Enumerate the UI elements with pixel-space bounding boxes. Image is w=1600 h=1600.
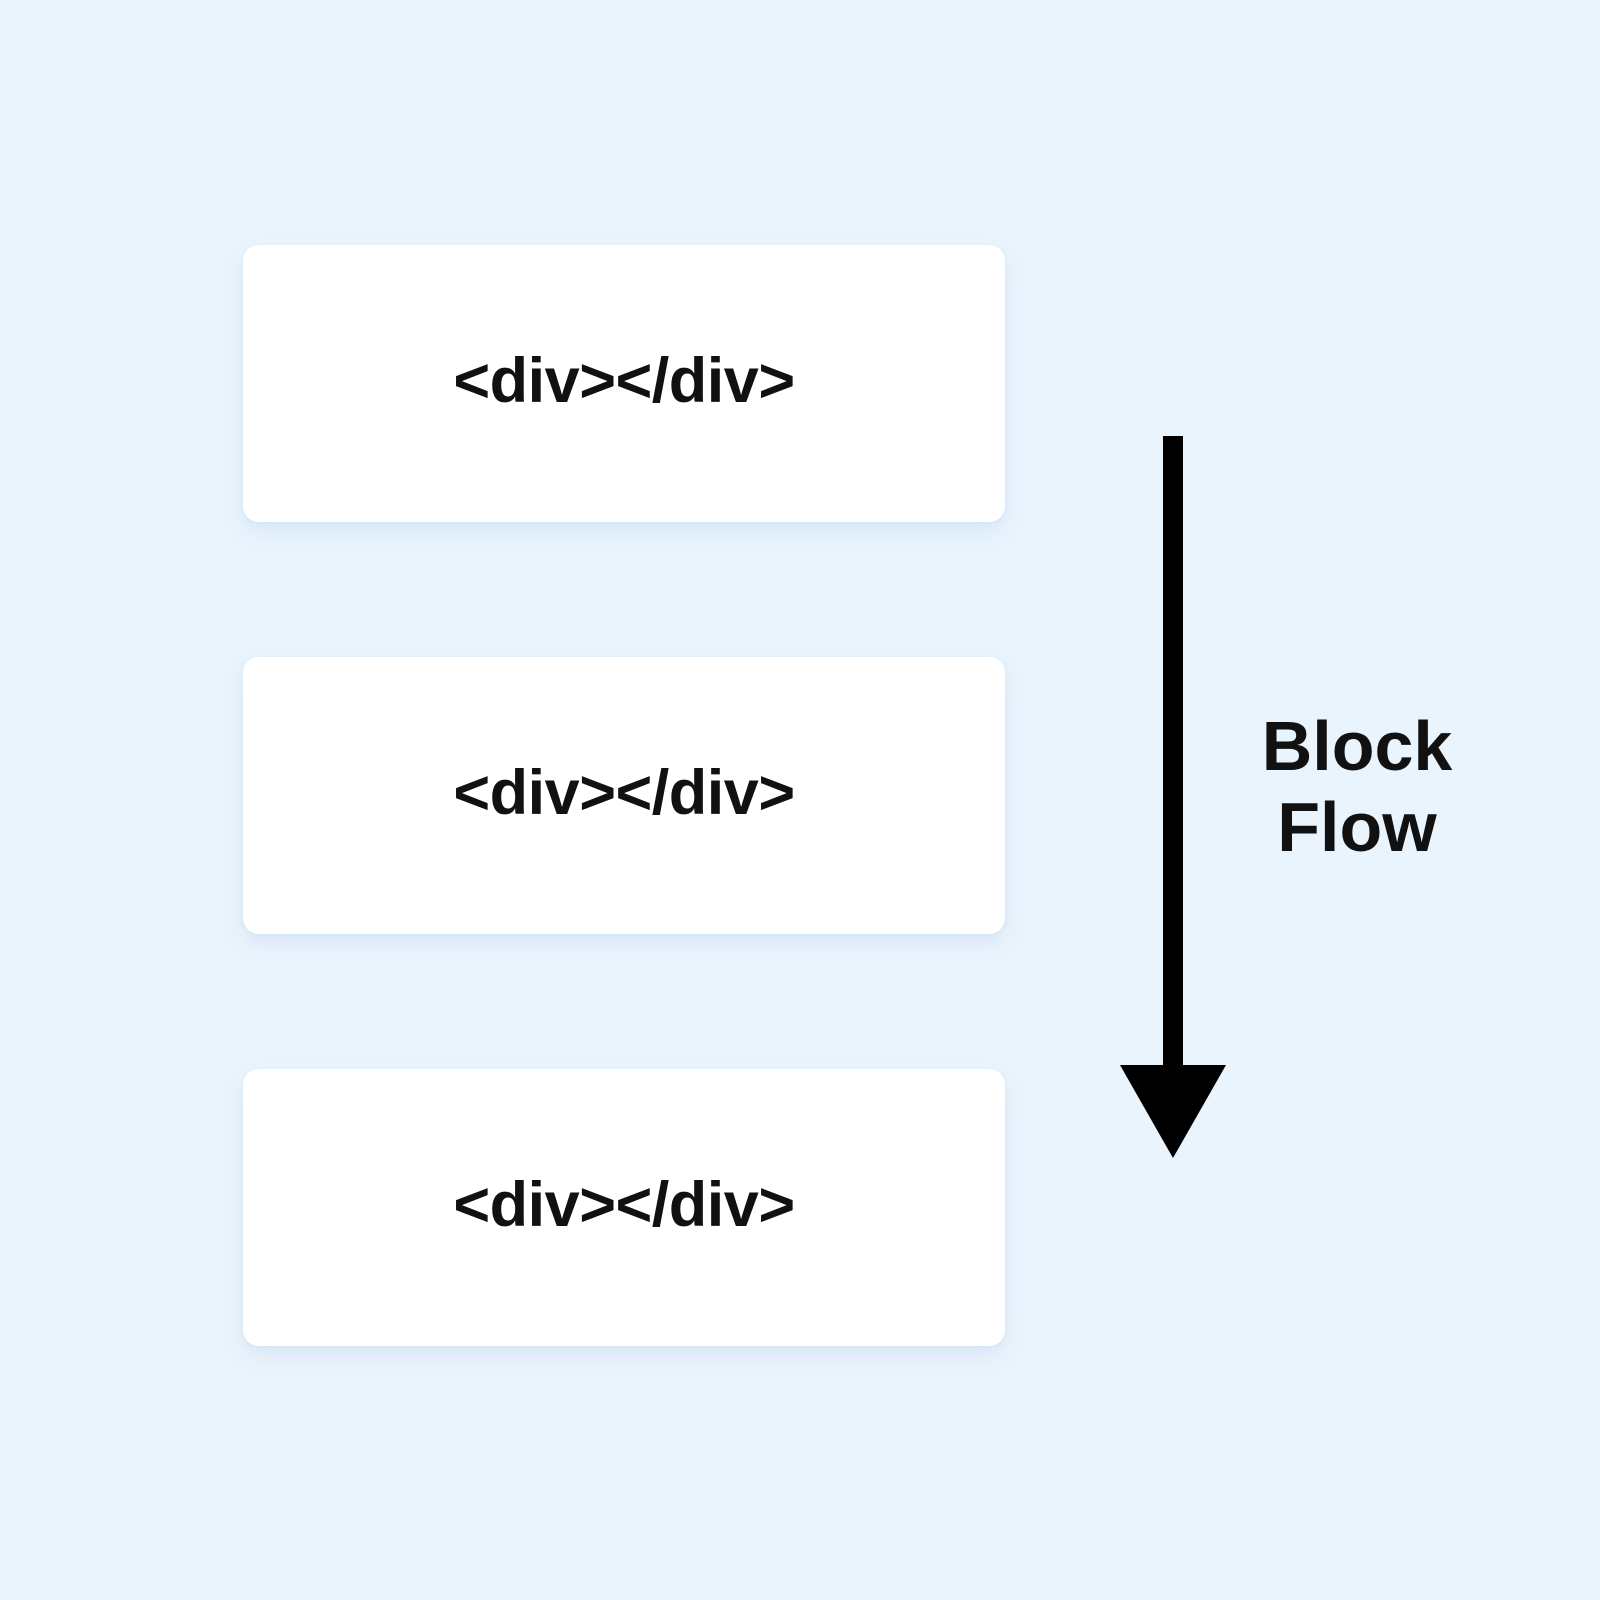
- block-flow-arrow: [1120, 436, 1226, 1158]
- block-flow-caption: Block Flow: [1232, 706, 1482, 868]
- block-element-1-label: <div></div>: [453, 346, 795, 416]
- block-element-2-label: <div></div>: [453, 758, 795, 828]
- block-flow-caption-line-2: Flow: [1277, 788, 1437, 867]
- block-element-1: <div></div>: [243, 245, 1005, 522]
- block-stack: <div></div> <div></div> <div></div>: [243, 245, 1005, 1346]
- arrow-shaft: [1163, 436, 1183, 1071]
- block-element-2: <div></div>: [243, 657, 1005, 934]
- arrow-head: [1120, 1065, 1226, 1158]
- block-element-3: <div></div>: [243, 1069, 1005, 1346]
- block-element-3-label: <div></div>: [453, 1170, 795, 1240]
- block-flow-caption-line-1: Block: [1261, 707, 1453, 785]
